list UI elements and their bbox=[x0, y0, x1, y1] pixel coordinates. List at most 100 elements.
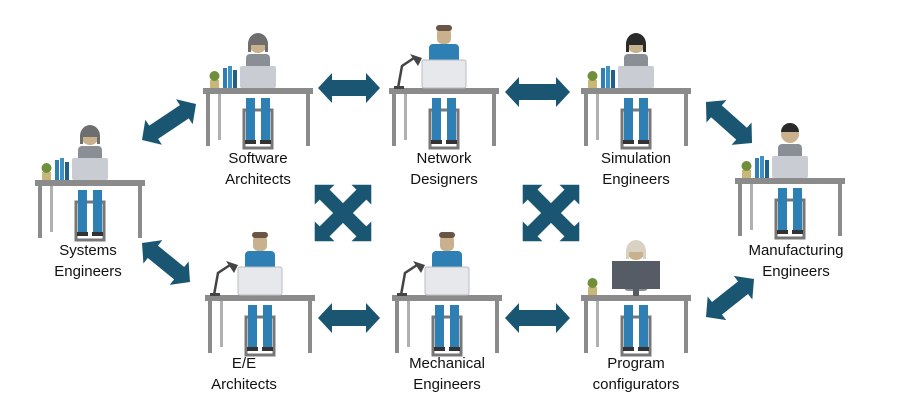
label-ee-architects-line1: E/E bbox=[231, 355, 257, 372]
plant-icon bbox=[741, 161, 752, 178]
desk-leg-left bbox=[584, 301, 588, 353]
desk-leg-right bbox=[838, 184, 842, 236]
label-network-designers: Network Designers bbox=[410, 148, 478, 190]
desk-leg-inner bbox=[220, 301, 223, 347]
laptop-icon bbox=[424, 266, 470, 296]
workstation-software-architects bbox=[203, 33, 313, 150]
desk-leg-inner bbox=[404, 94, 407, 140]
label-mechanical-engineers: Mechanical Engineers bbox=[409, 353, 485, 395]
workstation-systems-engineers bbox=[35, 125, 145, 242]
label-systems-engineers: Systems Engineers bbox=[54, 240, 122, 282]
desk-leg-right bbox=[492, 94, 496, 146]
desk-leg-inner bbox=[407, 301, 410, 347]
chair-icon bbox=[74, 200, 106, 242]
label-network-designers-line2: Designers bbox=[410, 171, 478, 188]
desk-lamp-icon bbox=[394, 54, 422, 89]
desk-leg-left bbox=[584, 94, 588, 146]
workstation-ee-architects bbox=[205, 232, 315, 357]
arrow-ee-mechanical bbox=[318, 303, 380, 333]
label-manufacturing-engineers-line1: Manufacturing bbox=[748, 242, 844, 259]
desk-lamp-icon bbox=[210, 261, 238, 296]
desk-leg-right bbox=[138, 186, 142, 238]
arrow-simulation-manufacturing bbox=[706, 100, 752, 145]
desk-leg-right bbox=[308, 301, 312, 353]
label-software-architects-line1: Software bbox=[228, 150, 288, 167]
label-systems-engineers-line2: Engineers bbox=[54, 263, 122, 280]
workstation-network-designers bbox=[389, 25, 499, 150]
chair-icon bbox=[428, 108, 460, 150]
label-simulation-engineers: Simulation Engineers bbox=[601, 148, 671, 190]
chair-icon bbox=[620, 315, 652, 357]
laptop-icon bbox=[421, 59, 467, 89]
label-simulation-engineers-line1: Simulation bbox=[600, 150, 672, 167]
plant-icon bbox=[587, 278, 598, 295]
desk-leg-inner bbox=[218, 94, 221, 140]
desk-leg-left bbox=[738, 184, 742, 236]
desk-leg-left bbox=[38, 186, 42, 238]
label-mechanical-engineers-line2: Engineers bbox=[413, 376, 481, 393]
label-ee-architects: E/E Architects bbox=[211, 353, 277, 395]
books-icon bbox=[755, 156, 769, 178]
laptop-icon bbox=[72, 158, 108, 180]
label-network-designers-line1: Network bbox=[416, 150, 472, 167]
cross-arrow-left bbox=[314, 184, 372, 242]
desk-icon bbox=[581, 295, 691, 301]
label-ee-architects-line2: Architects bbox=[211, 376, 277, 393]
desk-leg-inner bbox=[596, 94, 599, 140]
label-manufacturing-engineers-line2: Engineers bbox=[762, 263, 830, 280]
desk-leg-inner bbox=[50, 186, 53, 232]
desk-leg-left bbox=[395, 301, 399, 353]
desk-leg-right bbox=[684, 301, 688, 353]
desk-icon bbox=[203, 88, 313, 94]
desk-leg-left bbox=[206, 94, 210, 146]
desk-lamp-icon bbox=[397, 261, 425, 296]
plant-icon bbox=[587, 71, 598, 88]
chair-icon bbox=[244, 315, 276, 357]
label-software-architects-line2: Architects bbox=[225, 171, 291, 188]
plant-icon bbox=[209, 71, 220, 88]
desk-icon bbox=[35, 180, 145, 186]
workstation-program-configurators bbox=[581, 240, 691, 357]
desk-leg-inner bbox=[750, 184, 753, 230]
label-program-configurators-line1: Program bbox=[607, 355, 665, 372]
desk-icon bbox=[392, 295, 502, 301]
arrow-network-simulation bbox=[505, 77, 570, 107]
laptop-icon bbox=[772, 156, 808, 178]
arrow-program-manufacturing bbox=[706, 275, 754, 321]
laptop-icon bbox=[237, 266, 283, 296]
plant-icon bbox=[41, 163, 52, 180]
label-program-configurators-line2: configurators bbox=[592, 376, 680, 393]
arrow-systems-software bbox=[142, 99, 196, 145]
label-manufacturing-engineers: Manufacturing Engineers bbox=[748, 240, 843, 282]
monitor-icon bbox=[612, 261, 660, 289]
cross-arrow-right bbox=[522, 184, 580, 242]
arrow-mechanical-program bbox=[505, 303, 570, 333]
desk-leg-left bbox=[392, 94, 396, 146]
arrow-systems-ee bbox=[142, 240, 191, 285]
laptop-icon bbox=[240, 66, 276, 88]
laptop-icon bbox=[618, 66, 654, 88]
workstation-manufacturing-engineers bbox=[735, 123, 845, 240]
desk-leg-right bbox=[306, 94, 310, 146]
desk-leg-right bbox=[495, 301, 499, 353]
workstation-mechanical-engineers bbox=[392, 232, 502, 357]
desk-icon bbox=[735, 178, 845, 184]
label-software-architects: Software Architects bbox=[225, 148, 291, 190]
desk-icon bbox=[581, 88, 691, 94]
desk-icon bbox=[205, 295, 315, 301]
books-icon bbox=[55, 158, 69, 180]
chair-icon bbox=[774, 198, 806, 240]
label-systems-engineers-line1: Systems bbox=[59, 242, 117, 259]
label-program-configurators: Program configurators bbox=[593, 353, 680, 395]
label-simulation-engineers-line2: Engineers bbox=[602, 171, 670, 188]
chair-icon bbox=[620, 108, 652, 150]
label-mechanical-engineers-line1: Mechanical bbox=[409, 355, 485, 372]
workstation-simulation-engineers bbox=[581, 33, 691, 150]
arrow-software-network bbox=[318, 73, 380, 103]
desk-leg-left bbox=[208, 301, 212, 353]
books-icon bbox=[223, 66, 237, 88]
books-icon bbox=[601, 66, 615, 88]
chair-icon bbox=[431, 315, 463, 357]
chair-icon bbox=[242, 108, 274, 150]
